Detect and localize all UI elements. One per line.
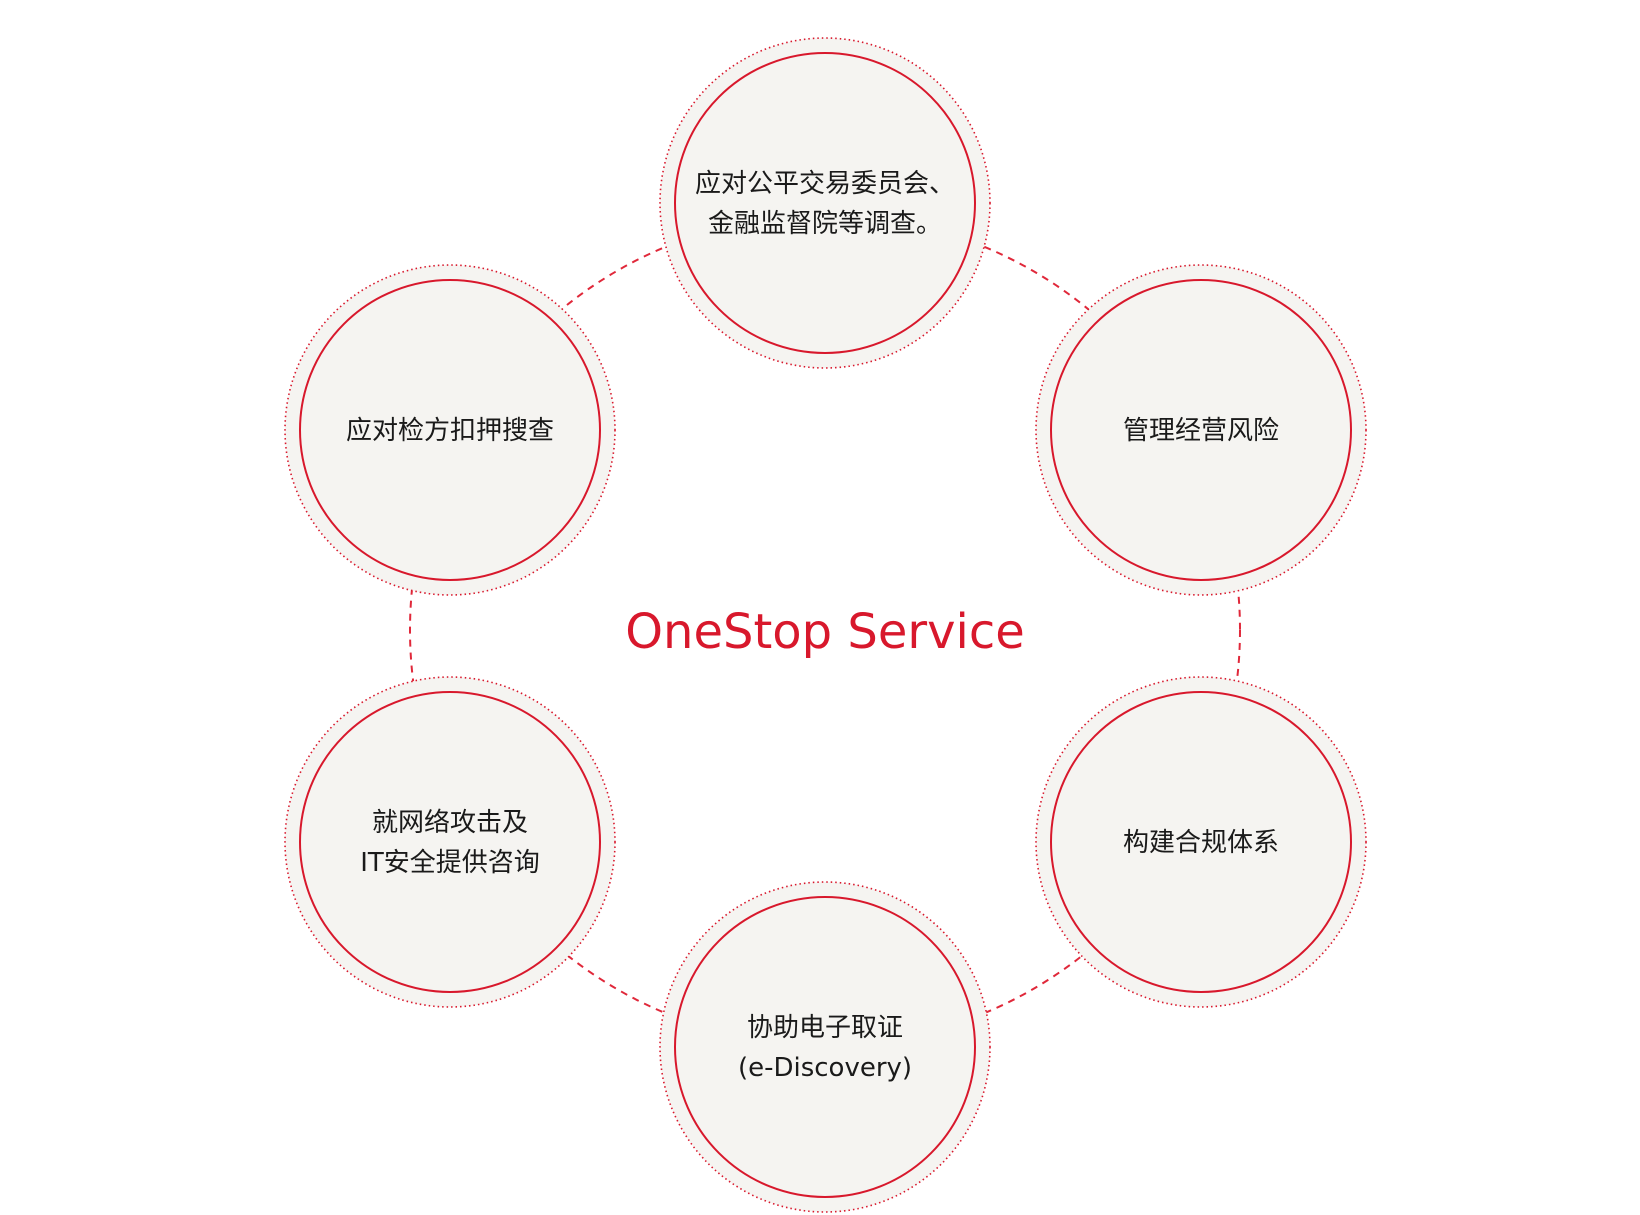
node-prosecutor: 应对检方扣押搜查 xyxy=(284,264,616,596)
node-label-line: 应对公平交易委员会、 xyxy=(695,169,955,199)
node-inner-circle xyxy=(674,52,976,354)
node-label-line: IT安全提供咨询 xyxy=(360,848,540,878)
node-inner-circle xyxy=(299,279,601,581)
node-inner-circle xyxy=(1050,279,1352,581)
node-label-line: 就网络攻击及 xyxy=(372,808,528,838)
node-cyber-it: 就网络攻击及 IT安全提供咨询 xyxy=(284,676,616,1008)
node-label-line: (e-Discovery) xyxy=(738,1053,912,1083)
node-label-line: 管理经营风险 xyxy=(1123,416,1279,446)
node-label-line: 协助电子取证 xyxy=(747,1013,903,1043)
node-compliance: 构建合规体系 xyxy=(1035,676,1367,1008)
node-inner-circle xyxy=(1050,691,1352,993)
node-label-line: 金融监督院等调查。 xyxy=(708,209,942,239)
node-inner-circle xyxy=(674,896,976,1198)
node-inner-circle xyxy=(299,691,601,993)
node-ftc-fss: 应对公平交易委员会、金融监督院等调查。 xyxy=(659,37,991,369)
node-business-risk: 管理经营风险 xyxy=(1035,264,1367,596)
center-title: OneStop Service xyxy=(625,604,1025,660)
node-label-line: 应对检方扣押搜查 xyxy=(346,416,554,446)
node-e-discovery: 协助电子取证 (e-Discovery) xyxy=(659,881,991,1213)
node-label-line: 构建合规体系 xyxy=(1123,828,1279,858)
